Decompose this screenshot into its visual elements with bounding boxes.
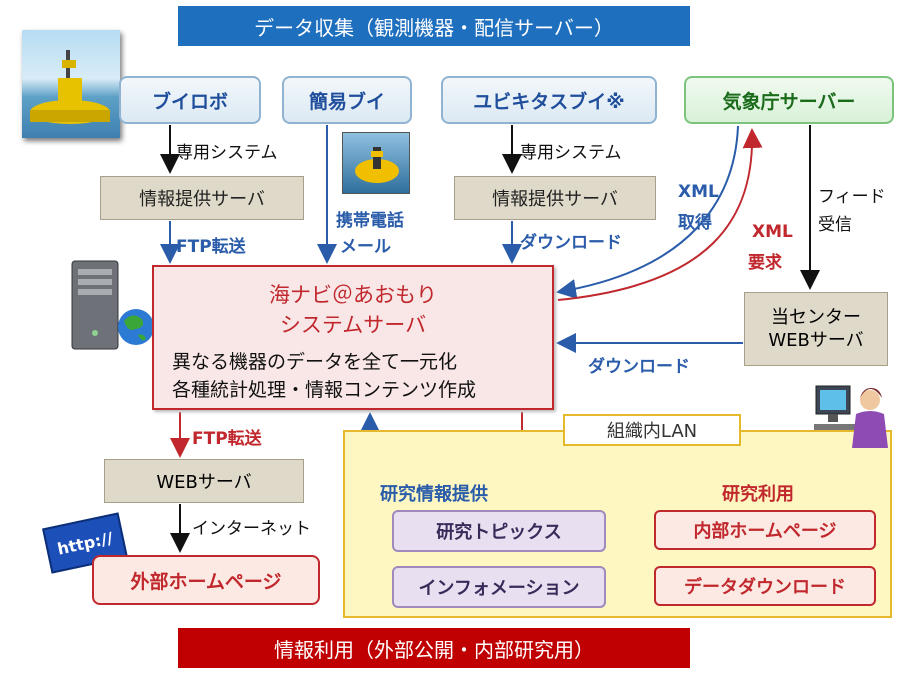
xml-get-label-2: 取得 [678, 213, 712, 233]
xml-get-label-1: XML [678, 182, 719, 202]
xml-request-arrow [557, 128, 763, 301]
center-web-line-1: 当センター [771, 306, 861, 328]
internet-label: インターネット [192, 519, 311, 539]
research-use-label: 研究利用 [722, 484, 794, 505]
server-tower-icon [64, 255, 164, 355]
jma-server-box: 気象庁サーバー [684, 76, 894, 124]
system-server-title-2: システムサーバ [279, 313, 427, 337]
dedicated-system-label-1: 専用システム [176, 143, 278, 163]
information-use-banner: 情報利用（外部公開・内部研究用） [178, 628, 690, 668]
buoy-robot-photo [22, 30, 120, 138]
dedicated-system-label-2: 専用システム [520, 143, 622, 163]
simple-buoy-photo [342, 132, 410, 194]
mobile-mail-label-1: 携帯電話 [336, 211, 404, 231]
xml-request-label-1: XML [752, 222, 793, 242]
information-box: インフォメーション [392, 566, 606, 608]
center-web-server-box: 当センター WEBサーバ [744, 292, 888, 366]
system-server-desc-1: 異なる機器のデータを全て一元化 [172, 351, 458, 373]
research-topics-box: 研究トピックス [392, 510, 606, 552]
buoy-robot-icon [30, 50, 110, 124]
mobile-mail-label-2: メール [340, 237, 391, 257]
center-web-line-2: WEBサーバ [768, 330, 864, 351]
system-server-desc-2: 各種統計処理・情報コンテンツ作成 [172, 379, 477, 401]
info-server-box-2: 情報提供サーバ [454, 176, 656, 220]
system-server-box: 海ナビ＠あおもり システムサーバ 異なる機器のデータを全て一元化 各種統計処理・… [152, 265, 554, 410]
web-server-box: WEBサーバ [104, 459, 304, 503]
feed-label-2: 受信 [818, 215, 852, 235]
download-label-2: ダウンロード [588, 357, 690, 377]
system-server-title-1: 海ナビ＠あおもり [269, 283, 437, 307]
feed-label-1: フィード [818, 187, 886, 207]
download-label-1: ダウンロード [520, 233, 622, 253]
research-info-provision-label: 研究情報提供 [380, 484, 488, 505]
simple-buoy-box: 簡易ブイ [282, 76, 412, 124]
simple-buoy-icon [355, 147, 399, 183]
buoy-robot-box: ブイロボ [119, 76, 261, 124]
ftp-transfer-label-1: FTP転送 [176, 237, 246, 257]
xml-request-label-2: 要求 [748, 253, 782, 273]
internal-homepage-box: 内部ホームページ [654, 510, 876, 550]
external-homepage-box: 外部ホームページ [92, 555, 320, 605]
data-download-box: データダウンロード [654, 566, 876, 606]
ubiquitous-buoy-box: ユビキタスブイ※ [441, 76, 657, 124]
xml-get-arrow [556, 125, 739, 299]
internal-lan-label: 組織内LAN [563, 414, 741, 446]
data-collection-banner: データ収集（観測機器・配信サーバー） [178, 6, 690, 46]
info-server-box-1: 情報提供サーバ [100, 176, 304, 220]
ftp-transfer-label-2: FTP転送 [192, 429, 262, 449]
researcher-computer-icon [812, 380, 892, 456]
